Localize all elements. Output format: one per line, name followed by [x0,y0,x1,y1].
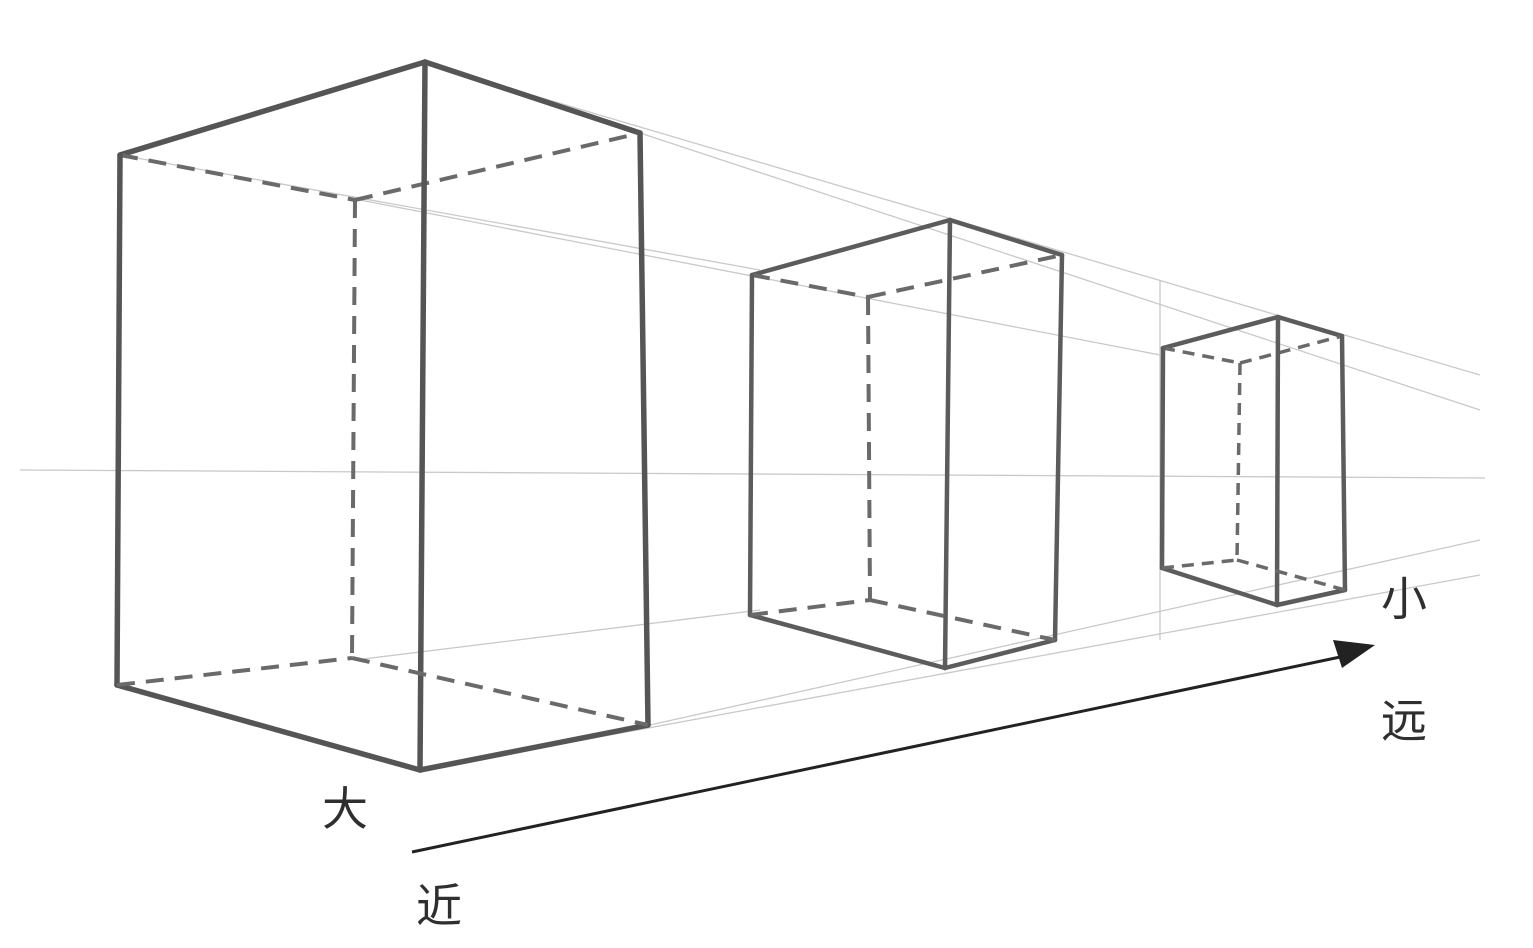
near-box-back-vertical [350,199,357,659]
far-box-top-right-edge [1275,314,1345,339]
far-box-left-vertical [1159,345,1166,571]
far-box [1159,314,1348,608]
far-box-back-vertical [1235,362,1242,561]
middle-box [747,217,1065,671]
middle-box-top-back-left [751,273,869,299]
far-box-right-vertical [1339,333,1348,593]
near-box-top-back-left [119,153,356,202]
guide-line-bottom-1 [649,539,1481,726]
near-box-bottom-right-edge [417,722,651,773]
far-box-bottom-back-left [1161,558,1238,570]
label-near: 近 [416,879,462,933]
near-box [114,59,651,773]
far-box-bottom-right-edge [1274,587,1348,608]
middle-box-top-left-edge [749,217,953,278]
middle-box-right-vertical [1052,252,1065,643]
middle-box-bottom-back-right [869,598,1056,642]
guide-line-bottom-3 [354,609,761,661]
near-box-bottom-back-left [116,656,353,687]
far-box-top-back-right [1239,334,1343,365]
middle-box-bottom-right-edge [942,637,1058,671]
near-box-top-right-edge [422,59,643,136]
far-box-top-left-edge [1160,314,1281,351]
near-box-top-back-right [354,131,641,202]
far-box-bottom-back-right [1236,558,1346,592]
middle-box-bottom-left-edge [747,612,948,671]
near-box-bottom-left-edge [114,682,423,773]
label-far: 远 [1381,694,1427,748]
label-big: 大 [322,782,368,836]
arrow-shaft [411,654,1346,854]
near-box-left-vertical [114,152,123,688]
near-box-right-vertical [637,130,651,728]
far-box-front-vertical [1274,314,1281,608]
middle-box-top-right-edge [947,217,1065,258]
arrowhead-icon [1333,640,1375,668]
middle-box-back-vertical [866,296,872,601]
guide-line-top-3 [119,154,761,271]
far-box-bottom-left-edge [1159,565,1280,608]
near-box-top-left-edge [117,59,428,158]
middle-box-left-vertical [747,272,755,618]
label-small: 小 [1381,572,1427,626]
near-to-far-arrow [411,640,1375,854]
near-box-bottom-back-right [351,656,649,727]
middle-box-front-vertical [942,217,953,671]
near-box-front-vertical [417,59,428,773]
far-box-top-back-left [1162,346,1241,365]
middle-box-bottom-back-left [749,598,871,617]
middle-box-top-back-right [867,253,1063,299]
